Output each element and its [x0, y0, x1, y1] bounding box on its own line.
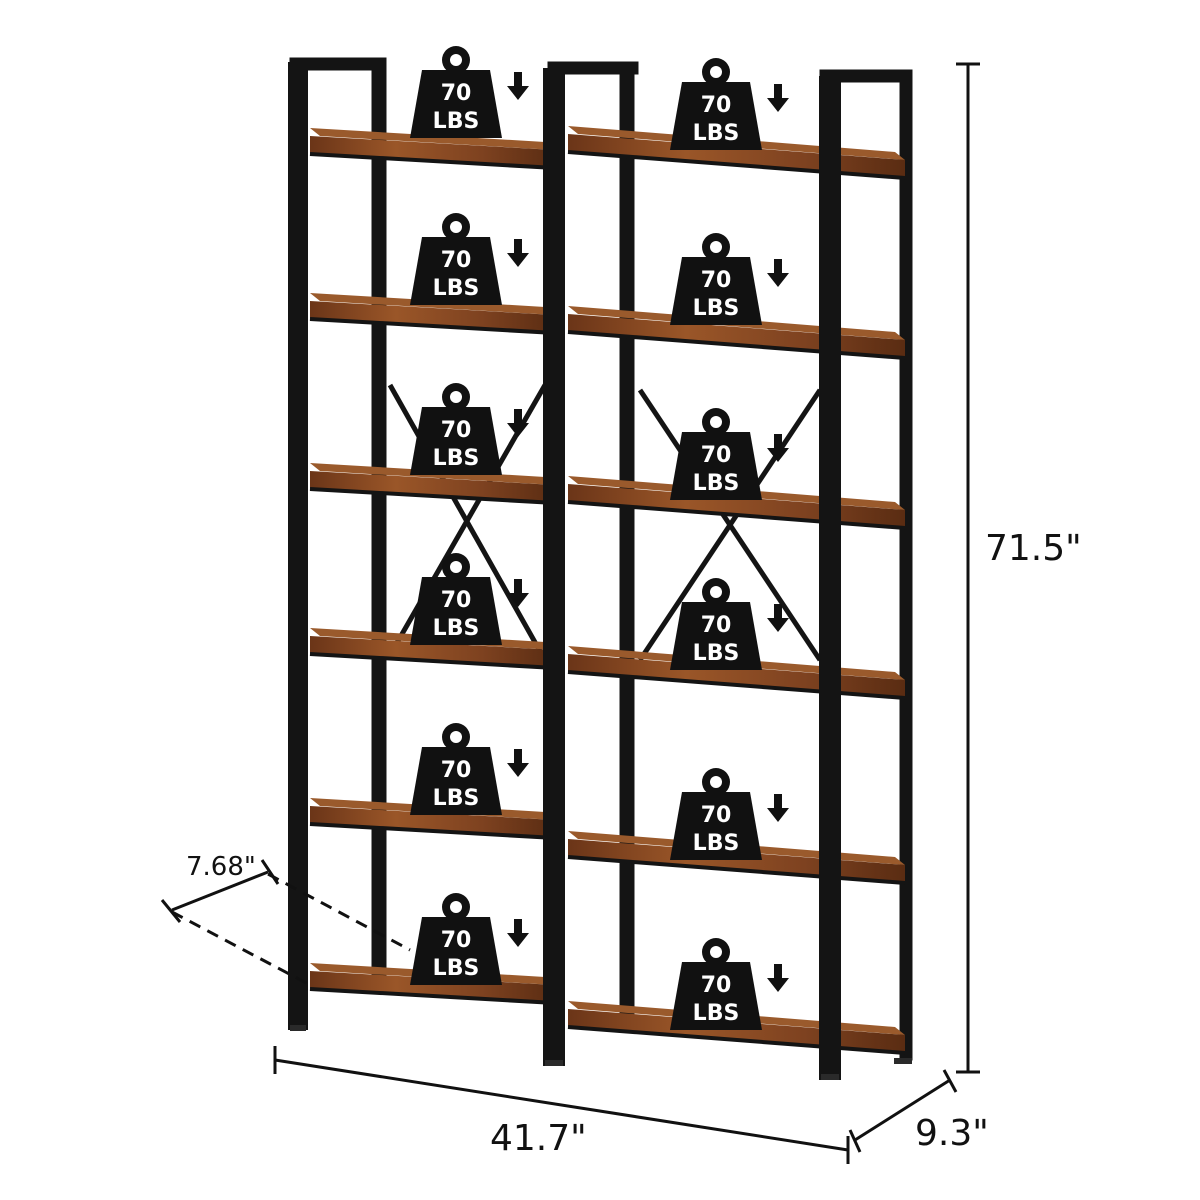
weight-unit: LBS [433, 109, 480, 134]
depth-dimension [848, 1069, 958, 1153]
weight-unit: LBS [693, 121, 740, 146]
weight-unit: LBS [433, 276, 480, 301]
height-label: 71.5" [985, 528, 1082, 569]
weight-unit: LBS [693, 1001, 740, 1026]
arrow-down-icon [507, 749, 529, 777]
arrow-down-icon [507, 919, 529, 947]
weight-value: 70 [701, 803, 732, 828]
weight-value: 70 [441, 248, 472, 273]
shelf-depth-label: 7.68" [186, 852, 256, 882]
arrow-down-icon [767, 84, 789, 112]
weight-value: 70 [701, 443, 732, 468]
weight-icon [410, 747, 502, 815]
weight-value: 70 [441, 758, 472, 783]
arrow-down-icon [767, 434, 789, 462]
weight-icon [670, 962, 762, 1030]
weight-unit: LBS [693, 296, 740, 321]
weight-icon [410, 237, 502, 305]
weight-icon [670, 257, 762, 325]
shelf-depth-dimension [160, 859, 411, 987]
arrow-down-icon [767, 794, 789, 822]
front-frame [288, 62, 912, 1080]
shelves [309, 126, 906, 1055]
arrow-down-icon [507, 72, 529, 100]
arrow-down-icon [507, 239, 529, 267]
back-frame [289, 57, 913, 1061]
arrow-down-icon [767, 964, 789, 992]
weight-icon [410, 70, 502, 138]
weight-icon [670, 792, 762, 860]
height-dimension [956, 62, 980, 1074]
weight-value: 70 [701, 973, 732, 998]
weight-icon [410, 917, 502, 985]
width-label: 41.7" [490, 1118, 587, 1159]
weight-value: 70 [441, 928, 472, 953]
weight-unit: LBS [693, 831, 740, 856]
arrow-down-icon [767, 604, 789, 632]
weight-value: 70 [441, 588, 472, 613]
weight-unit: LBS [433, 446, 480, 471]
weight-icon [670, 82, 762, 150]
weight-value: 70 [441, 418, 472, 443]
arrow-down-icon [767, 259, 789, 287]
weight-unit: LBS [693, 641, 740, 666]
weight-unit: LBS [433, 956, 480, 981]
depth-label: 9.3" [915, 1113, 989, 1154]
weight-value: 70 [441, 81, 472, 106]
weight-unit: LBS [433, 616, 480, 641]
weight-icon [410, 407, 502, 475]
weight-value: 70 [701, 268, 732, 293]
arrow-down-icon [507, 579, 529, 607]
width-dimension [273, 1046, 850, 1164]
weight-unit: LBS [693, 471, 740, 496]
weight-icon [670, 602, 762, 670]
shelf-left [309, 128, 556, 170]
weight-value: 70 [701, 93, 732, 118]
arrow-down-icon [507, 409, 529, 437]
weight-unit: LBS [433, 786, 480, 811]
weight-value: 70 [701, 613, 732, 638]
weight-icon [410, 577, 502, 645]
weight-icon [670, 432, 762, 500]
